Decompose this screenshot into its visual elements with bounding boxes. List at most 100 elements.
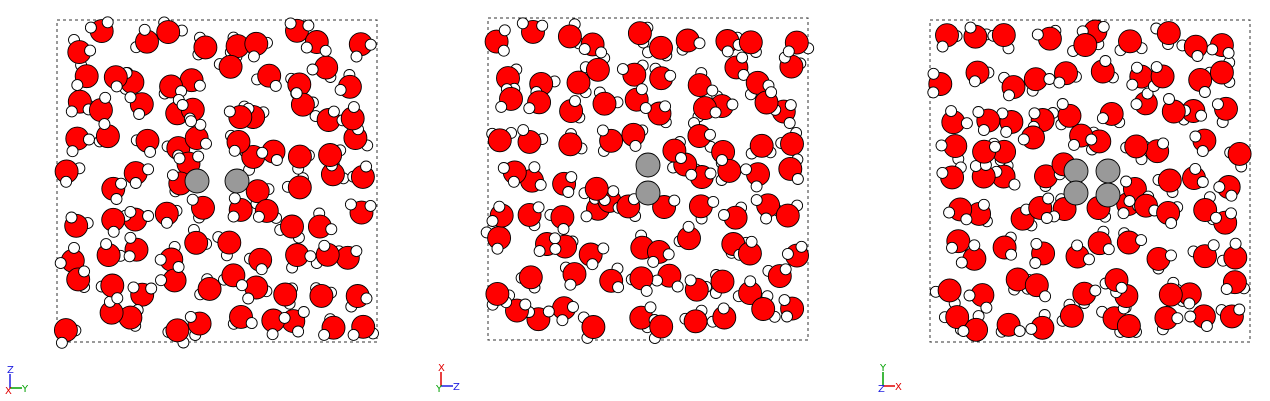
oxygen-atom xyxy=(584,176,609,201)
hydrogen-atom xyxy=(1210,211,1222,224)
oxygen-atom xyxy=(1116,314,1141,338)
oxygen-atom xyxy=(1193,244,1217,269)
hydrogen-atom xyxy=(1207,239,1220,252)
hydrogen-atom xyxy=(795,240,808,253)
hydrogen-atom xyxy=(284,17,297,30)
oxygen-atom xyxy=(592,91,617,116)
hydrogen-atom xyxy=(616,63,629,76)
view-panel-1 xyxy=(53,16,379,349)
hydrogen-atom xyxy=(84,21,97,34)
oxygen-atom xyxy=(738,30,763,55)
hydrogen-atom xyxy=(935,139,948,152)
hydrogen-atom xyxy=(1200,320,1213,333)
hydrogen-atom xyxy=(781,247,794,260)
hydrogen-atom xyxy=(350,50,363,63)
hydrogen-atom xyxy=(486,215,499,227)
hydrogen-atom xyxy=(596,124,609,137)
hydrogen-atom xyxy=(549,242,562,255)
hydrogen-atom xyxy=(247,50,260,63)
hydrogen-atom xyxy=(144,145,157,158)
hydrogen-atom xyxy=(782,45,795,58)
axis-triad-2: X Z Y xyxy=(435,363,460,395)
hydrogen-atom xyxy=(1196,176,1209,188)
hydrogen-atom xyxy=(172,261,185,273)
hydrogen-atom xyxy=(292,325,305,338)
oxygen-atom xyxy=(1057,103,1082,128)
oxygen-atom xyxy=(649,314,674,339)
hydrogen-atom xyxy=(955,256,968,269)
hydrogen-atom xyxy=(704,167,717,180)
hydrogen-atom xyxy=(1233,303,1246,316)
hydrogen-atom xyxy=(927,67,940,80)
hydrogen-atom xyxy=(347,328,360,341)
hydrogen-atom xyxy=(1085,133,1098,146)
hydrogen-atom xyxy=(607,185,620,198)
hydrogen-atom xyxy=(533,245,546,258)
hydrogen-atom xyxy=(778,294,791,307)
oxygen-atom xyxy=(184,230,209,255)
hydrogen-atom xyxy=(682,220,695,233)
oxygen-atom xyxy=(287,175,312,200)
oxygen-atom xyxy=(566,70,591,95)
hydrogen-atom xyxy=(1028,107,1041,120)
hydrogen-atom xyxy=(124,91,137,104)
hydrogen-atom xyxy=(569,95,581,108)
hydrogen-atom xyxy=(519,298,532,311)
hydrogen-atom xyxy=(71,79,84,92)
hydrogen-atom xyxy=(1120,175,1133,188)
hydrogen-atom xyxy=(133,108,146,120)
hydrogen-atom xyxy=(55,336,68,349)
hydrogen-atom xyxy=(334,83,347,96)
hydrogen-atom xyxy=(945,105,958,118)
hydrogen-atom xyxy=(740,163,752,176)
hydrogen-atom xyxy=(562,186,575,198)
hydrogen-atom xyxy=(302,19,315,32)
oxygen-atom xyxy=(557,24,582,49)
hydrogen-atom xyxy=(693,37,706,50)
view-panel-2 xyxy=(480,17,815,345)
oxygen-atom xyxy=(485,281,510,306)
hydrogen-atom xyxy=(347,101,360,114)
oxygen-atom xyxy=(945,305,970,330)
hydrogen-atom xyxy=(66,145,79,158)
hydrogen-atom xyxy=(327,105,340,118)
hydrogen-atom xyxy=(1117,207,1130,220)
hydrogen-atom xyxy=(127,281,140,294)
hydrogen-atom xyxy=(1220,283,1233,296)
hydrogen-atom xyxy=(1068,138,1080,151)
oxygen-atom xyxy=(991,23,1016,48)
hydrogen-atom xyxy=(721,45,734,58)
hydrogen-atom xyxy=(675,152,687,165)
oxygen-atom xyxy=(218,54,243,79)
hydrogen-atom xyxy=(1043,73,1056,85)
hydrogen-atom xyxy=(709,106,722,119)
hydrogen-atom xyxy=(1083,253,1095,266)
hydrogen-atom xyxy=(297,306,310,318)
oxygen-atom xyxy=(487,128,512,153)
hydrogen-atom xyxy=(145,282,158,295)
oxygen-atom xyxy=(683,309,708,334)
hydrogen-atom xyxy=(548,232,561,245)
hydrogen-atom xyxy=(980,301,993,314)
hydrogen-atom xyxy=(155,274,167,287)
hydrogen-atom xyxy=(612,281,625,294)
hydrogen-atom xyxy=(578,43,591,56)
hydrogen-atom xyxy=(1071,239,1084,252)
hydrogen-atom xyxy=(684,274,697,287)
hydrogen-atom xyxy=(1213,181,1226,194)
hydrogen-atom xyxy=(659,100,672,113)
hydrogen-atom xyxy=(565,171,578,184)
hydrogen-atom xyxy=(266,328,279,341)
hydrogen-atom xyxy=(968,239,981,252)
hydrogen-atom xyxy=(943,206,956,219)
hydrogen-atom xyxy=(166,169,179,182)
oxygen-atom xyxy=(156,20,181,45)
oxygen-atom xyxy=(627,21,652,46)
hydrogen-atom xyxy=(1099,55,1112,67)
hydrogen-atom xyxy=(278,311,291,324)
hydrogen-atom xyxy=(1102,243,1115,256)
hydrogen-atom xyxy=(564,278,577,291)
hydrogen-atom xyxy=(567,300,579,313)
hydrogen-atom xyxy=(760,212,773,225)
hydrogen-atom xyxy=(597,242,610,255)
